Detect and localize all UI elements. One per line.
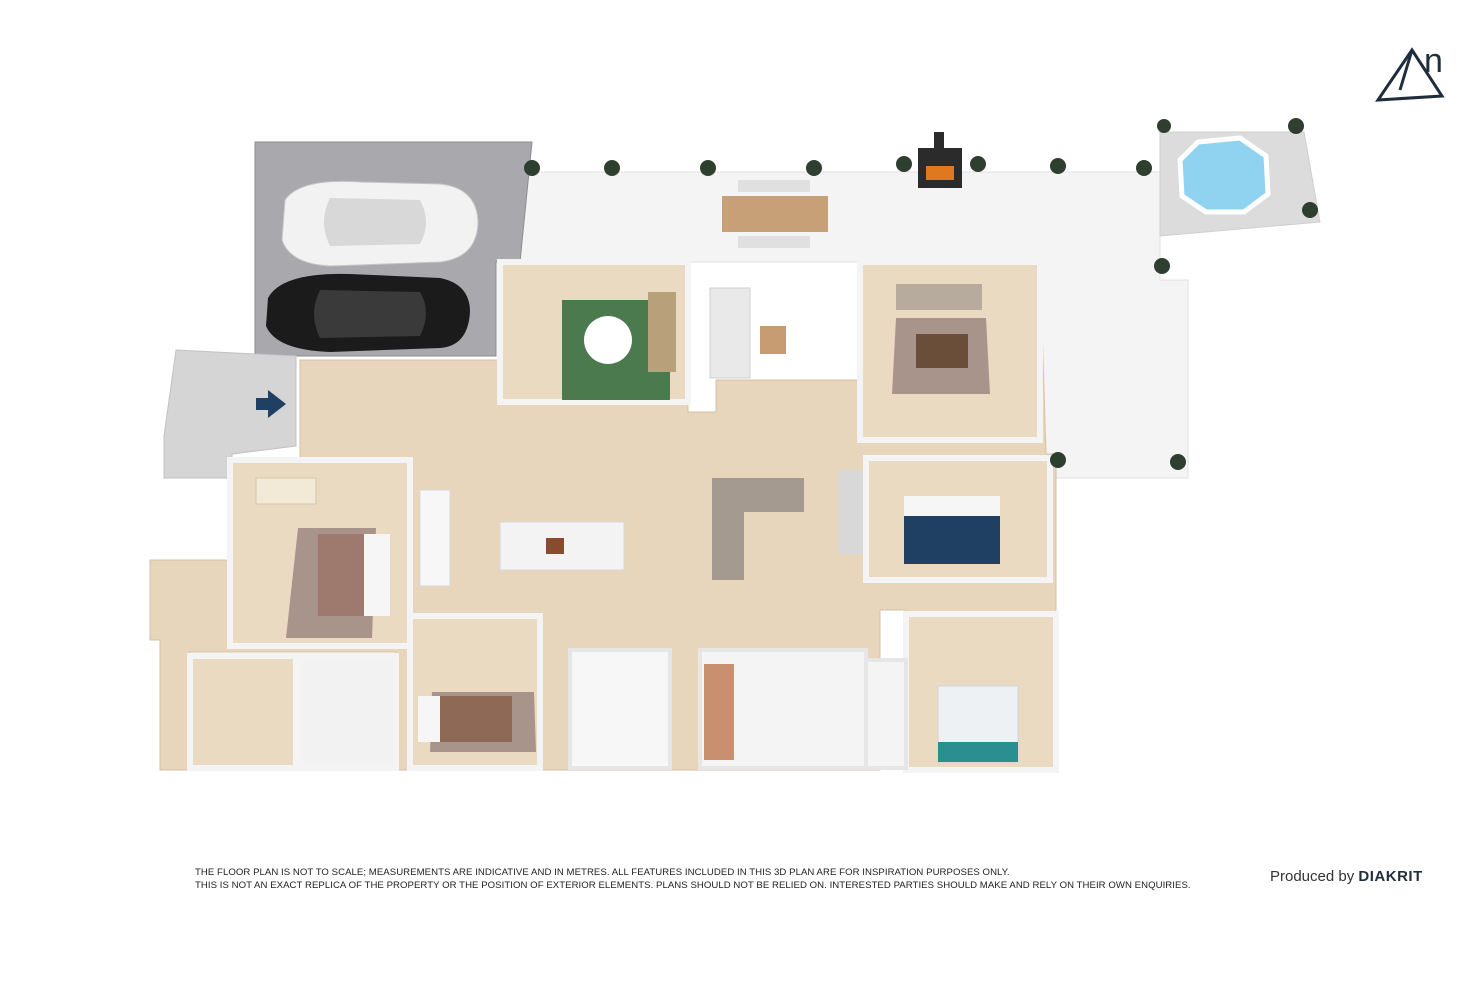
disclaimer: THE FLOOR PLAN IS NOT TO SCALE; MEASUREM… <box>195 866 1255 892</box>
car-icon <box>281 180 479 267</box>
dining-table-icon <box>722 180 828 248</box>
bed-icon <box>418 696 512 742</box>
spa-pool-icon <box>1177 135 1271 215</box>
car-icon <box>266 273 470 352</box>
vanity <box>704 664 734 760</box>
fireplace-icon <box>918 132 962 188</box>
walk-in-robe <box>187 653 299 771</box>
entry-arrow-icon <box>256 390 286 418</box>
producer-credit: Produced by DIAKRIT <box>1270 868 1423 885</box>
sideboard <box>419 489 451 587</box>
bed-icon <box>318 534 390 616</box>
credit-prefix: Produced by <box>1270 868 1355 885</box>
bench-seat <box>255 477 317 505</box>
sofa-icon <box>648 292 676 372</box>
ensuite <box>297 653 399 771</box>
kitchen-island <box>712 478 804 580</box>
kitchen-bench <box>838 470 866 554</box>
dining-table-icon <box>499 521 625 571</box>
disclaimer-line-2: THIS IS NOT AN EXACT REPLICA OF THE PROP… <box>195 880 1191 891</box>
laundry <box>568 648 672 770</box>
coffee-table <box>916 334 968 368</box>
powder-room <box>864 658 908 770</box>
brand-name: DIAKRIT <box>1358 868 1423 885</box>
bed-icon <box>937 685 1019 763</box>
north-arrow-icon <box>1375 47 1445 102</box>
potted-plant-icon <box>524 118 1318 470</box>
side-table <box>760 326 786 354</box>
sofa-icon <box>709 287 751 379</box>
disclaimer-line-1: THE FLOOR PLAN IS NOT TO SCALE; MEASUREM… <box>195 867 1010 878</box>
bed-icon <box>904 496 1000 564</box>
sofa-icon <box>896 284 982 310</box>
north-label: n <box>1424 42 1443 80</box>
coffee-table <box>584 316 632 364</box>
